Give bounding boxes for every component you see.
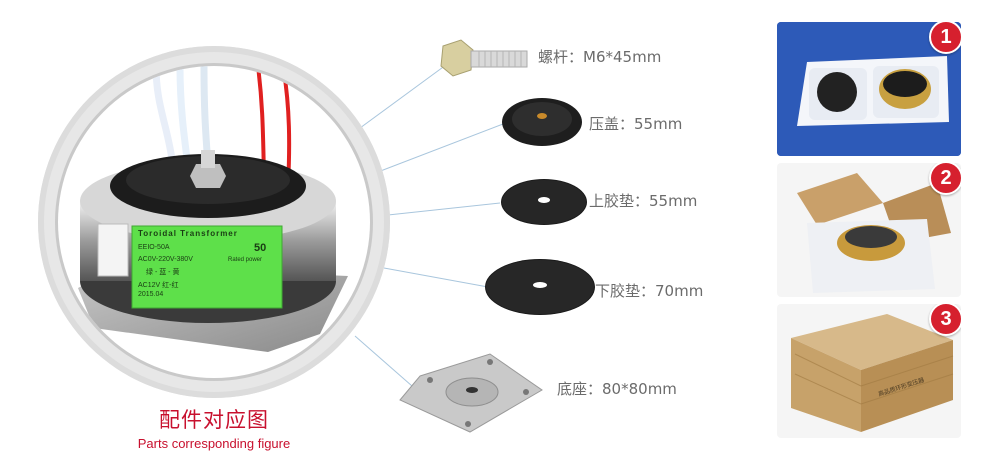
bolt-head [190,164,226,188]
caption-title-cn: 配件对应图 [159,408,269,432]
transformer-label [131,225,283,309]
label-input: AC0V-220V-380V [138,256,193,263]
connector-line-lower-pad [383,267,489,288]
label-brand: Toroidal Transformer [138,229,238,238]
lower-rubber-pad-image [485,259,595,315]
part-label-lower-pad: 下胶垫：70mm [595,282,704,300]
label-power: 50 [254,242,267,254]
step-badge-3: 3 [929,304,961,336]
part-label-cap: 压盖：55mm [589,115,683,133]
bolt-image [440,39,528,77]
label-output: AC12V 红-红 [138,282,179,289]
connector-line-upper-pad [387,202,501,216]
caption-title-en: Parts corresponding figure [137,436,291,451]
part-label-bolt: 螺杆：M6*45mm [538,48,662,66]
label-date: 2015.04 [138,291,164,298]
packaging-photo-2: 2 [777,163,961,297]
pressure-cap-image [502,98,582,146]
packaging-photo-3: 高品质环形变压器 3 [777,304,961,438]
upper-rubber-pad-image [501,179,587,225]
label-rated-power: Rated power [228,257,263,263]
label-input-colors: 绿 - 蓝 - 黄 [146,269,180,276]
base-plate-image [399,353,543,433]
part-label-upper-pad: 上胶垫：55mm [589,192,698,210]
connector-line-base [354,335,421,394]
packaging-photo-1: 1 [777,22,961,156]
connector-line-cap [377,123,504,173]
transformer-photo: Toroidal Transformer EEIO-50A 50 Rated p… [58,66,370,378]
connector-line-bolt [359,61,451,129]
part-label-base: 底座：80*80mm [557,380,677,398]
step-badge-2: 2 [929,163,961,195]
step-badge-1: 1 [929,22,961,54]
label-model: EEIO-50A [138,244,170,251]
